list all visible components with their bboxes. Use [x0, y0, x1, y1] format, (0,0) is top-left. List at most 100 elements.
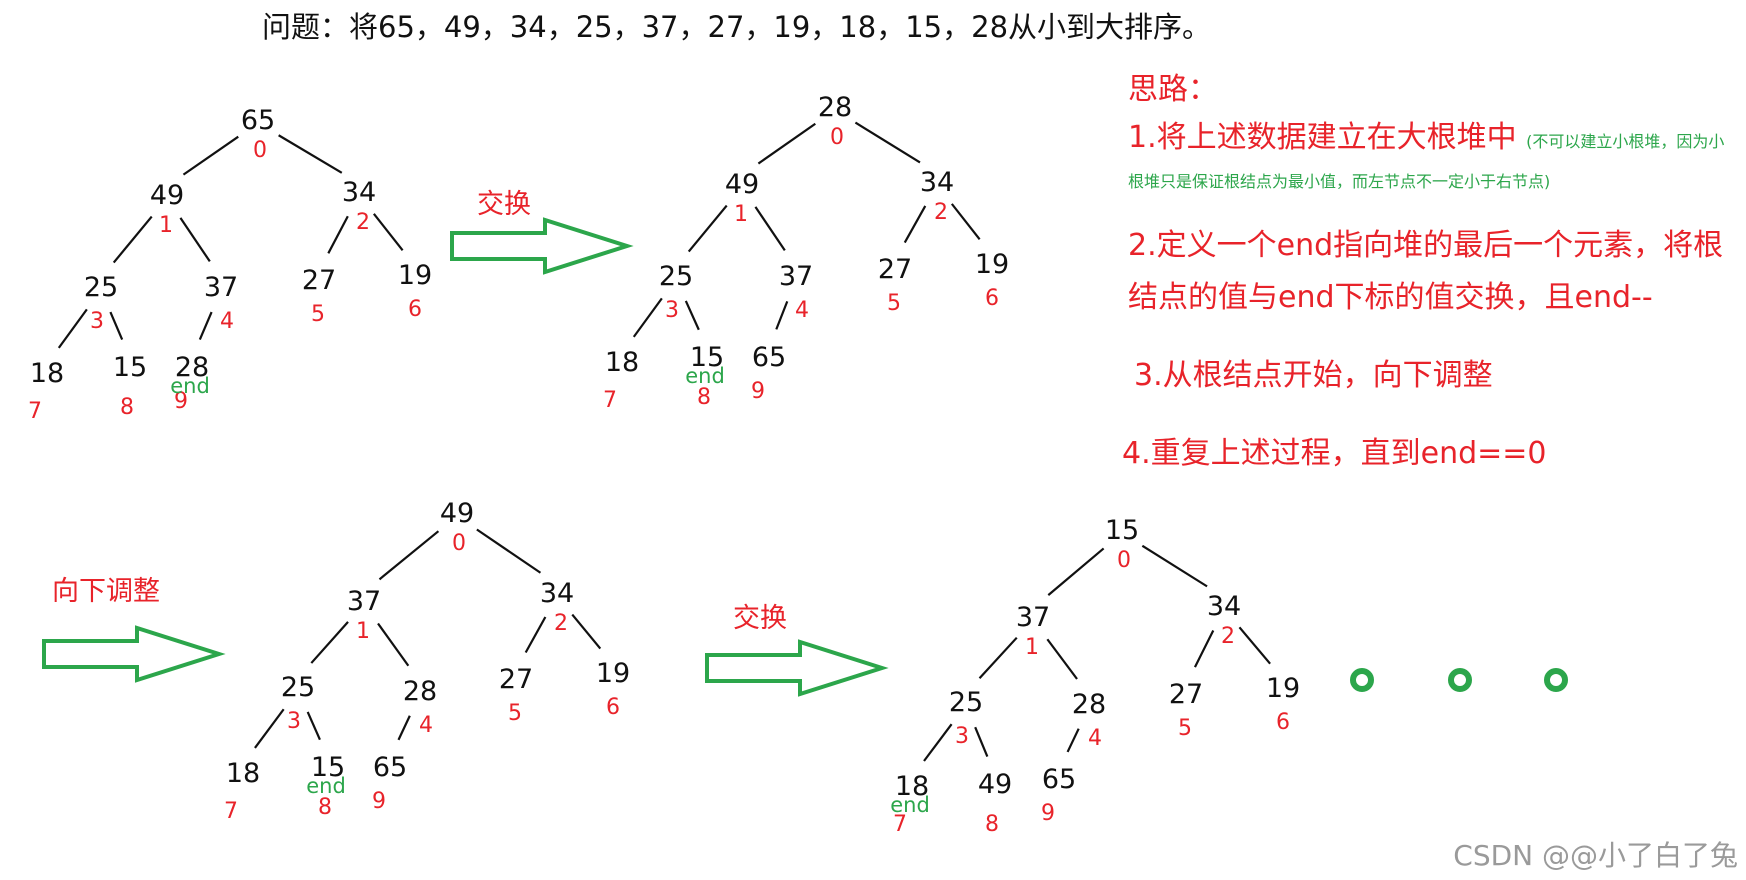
- tree-0-node-9-index: 9: [174, 389, 188, 414]
- tree-3-node-7-value: 18: [895, 771, 929, 802]
- tree-3-node-0-value: 15: [1105, 515, 1139, 546]
- tree-0-node-3-value: 25: [84, 272, 118, 303]
- tree-3-edge-5: [1238, 626, 1271, 665]
- step-1-text: 1.将上述数据建立在大根堆中: [1128, 120, 1517, 155]
- tree-2-edge-8: [397, 715, 411, 741]
- tree-1-end-marker: end: [685, 364, 725, 388]
- tree-3-edge-0: [1047, 547, 1105, 596]
- tree-0-node-8-index: 8: [120, 395, 134, 420]
- tree-1-node-3-index: 3: [665, 298, 679, 323]
- approach-notes: 思路： 1.将上述数据建立在大根堆中 (不可以建立小根堆，因为小根堆只是保证根结…: [1122, 64, 1738, 472]
- tree-0-edge-4: [327, 215, 349, 254]
- tree-0-node-0-index: 0: [253, 138, 267, 163]
- tree-0-node-9-value: 28: [175, 352, 209, 383]
- tree-1-edge-8: [775, 300, 789, 330]
- tree-2-edge-5: [571, 613, 602, 650]
- tree-2-edge-0: [378, 530, 440, 581]
- watermark: CSDN @@小了白了兔: [1453, 839, 1738, 872]
- tree-0-node-7-value: 18: [30, 358, 64, 389]
- tree-1-node-6-value: 19: [975, 249, 1009, 280]
- tree-1-node-0-value: 28: [818, 92, 852, 123]
- tree-2-end-marker: end: [306, 774, 346, 798]
- tree-3-node-3-value: 25: [949, 687, 983, 718]
- tree-0-node-2-value: 34: [342, 177, 376, 208]
- notes-heading: 思路：: [1128, 72, 1218, 107]
- step-1: 1.将上述数据建立在大根堆中 (不可以建立小根堆，因为小根堆只是保证根结点为最小…: [1128, 118, 1738, 198]
- tree-1-edge-7: [684, 300, 700, 331]
- tree-3-node-4-index: 4: [1088, 726, 1102, 751]
- swap-arrow-2: [705, 639, 889, 697]
- tree-1-node-0-index: 0: [830, 125, 844, 150]
- tree-0-node-1-index: 1: [159, 213, 173, 238]
- tree-2-node-4-index: 4: [419, 713, 433, 738]
- tree-1-node-8-index: 8: [697, 385, 711, 410]
- tree-3-edge-2: [978, 636, 1018, 680]
- tree-2-node-0-value: 49: [440, 498, 474, 529]
- tree-0-edge-2: [112, 215, 153, 264]
- tree-2-node-8-index: 8: [318, 795, 332, 820]
- tree-2-node-6-value: 19: [596, 658, 630, 689]
- tree-3-node-2-value: 34: [1207, 591, 1241, 622]
- step-3: 3.从根结点开始，向下调整: [1134, 358, 1493, 393]
- tree-2-node-1-index: 1: [356, 619, 370, 644]
- step-2: 2.定义一个end指向堆的最后一个元素，将根结点的值与end下标的值交换，且en…: [1128, 228, 1724, 315]
- tree-0-edge-7: [109, 311, 124, 341]
- tree-3-edge-4: [1193, 629, 1215, 668]
- tree-0-edge-8: [198, 311, 213, 341]
- tree-2-edge-7: [306, 711, 321, 741]
- step-4: 4.重复上述过程，直到end==0: [1122, 436, 1547, 471]
- tree-1-node-7-index: 7: [603, 388, 617, 413]
- tree-2-node-2-index: 2: [554, 611, 568, 636]
- tree-3-node-4-value: 28: [1072, 689, 1106, 720]
- tree-1-edge-3: [754, 206, 786, 252]
- tree-1-node-8-value: 15: [690, 342, 724, 373]
- tree-1-node-3-value: 25: [659, 261, 693, 292]
- tree-3-node-5-value: 27: [1169, 679, 1203, 710]
- tree-2-edge-1: [476, 528, 542, 574]
- tree-0-node-0-value: 65: [241, 105, 275, 136]
- tree-0-edge-6: [57, 308, 88, 349]
- tree-3-node-5-index: 5: [1178, 716, 1192, 741]
- tree-3-edge-8: [1066, 728, 1080, 753]
- tree-2-node-3-index: 3: [287, 709, 301, 734]
- tree-2-node-7-index: 7: [224, 799, 238, 824]
- tree-2-node-1-value: 37: [347, 586, 381, 617]
- tree-3-node-3-index: 3: [955, 724, 969, 749]
- tree-2-node-0-index: 0: [452, 531, 466, 556]
- tree-1-node-2-value: 34: [920, 167, 954, 198]
- tree-3-node-9-value: 65: [1042, 764, 1076, 795]
- tree-1-node-1-value: 49: [725, 169, 759, 200]
- tree-0-node-7-index: 7: [28, 399, 42, 424]
- tree-0-node-1-value: 49: [150, 180, 184, 211]
- tree-1-node-5-value: 27: [878, 254, 912, 285]
- tree-1-node-6-index: 6: [985, 286, 999, 311]
- continuation-dot-2: [1544, 668, 1568, 692]
- tree-2-node-9-value: 65: [373, 752, 407, 783]
- tree-0-node-8-value: 15: [113, 352, 147, 383]
- continuation-dot-1: [1448, 668, 1472, 692]
- tree-1-edge-5: [950, 203, 981, 240]
- tree-3-node-2-index: 2: [1221, 624, 1235, 649]
- tree-2-node-7-value: 18: [226, 758, 260, 789]
- tree-3-node-1-value: 37: [1016, 602, 1050, 633]
- tree-0-edge-5: [372, 213, 404, 251]
- tree-3-node-8-value: 49: [978, 769, 1012, 800]
- tree-2-node-3-value: 25: [281, 672, 315, 703]
- tree-2-node-9-index: 9: [372, 789, 386, 814]
- tree-3-edge-1: [1141, 544, 1208, 588]
- tree-2-node-2-value: 34: [540, 578, 574, 609]
- tree-2-node-5-index: 5: [508, 701, 522, 726]
- tree-0-node-6-index: 6: [408, 297, 422, 322]
- problem-statement: 问题：将65，49，34，25，37，27，19，18，15，28从小到大排序。: [262, 10, 1212, 44]
- tree-1-node-4-index: 4: [795, 298, 809, 323]
- tree-0-edge-1: [278, 134, 343, 174]
- tree-0-node-4-index: 4: [220, 309, 234, 334]
- tree-3-edge-6: [923, 723, 953, 762]
- tree-3-node-0-index: 0: [1117, 548, 1131, 573]
- tree-2-node-6-index: 6: [606, 695, 620, 720]
- swap-arrow-1-label: 交换: [477, 189, 531, 220]
- continuation-dot-0: [1350, 668, 1374, 692]
- tree-3-node-8-index: 8: [985, 812, 999, 837]
- tree-1-edge-2: [687, 204, 728, 253]
